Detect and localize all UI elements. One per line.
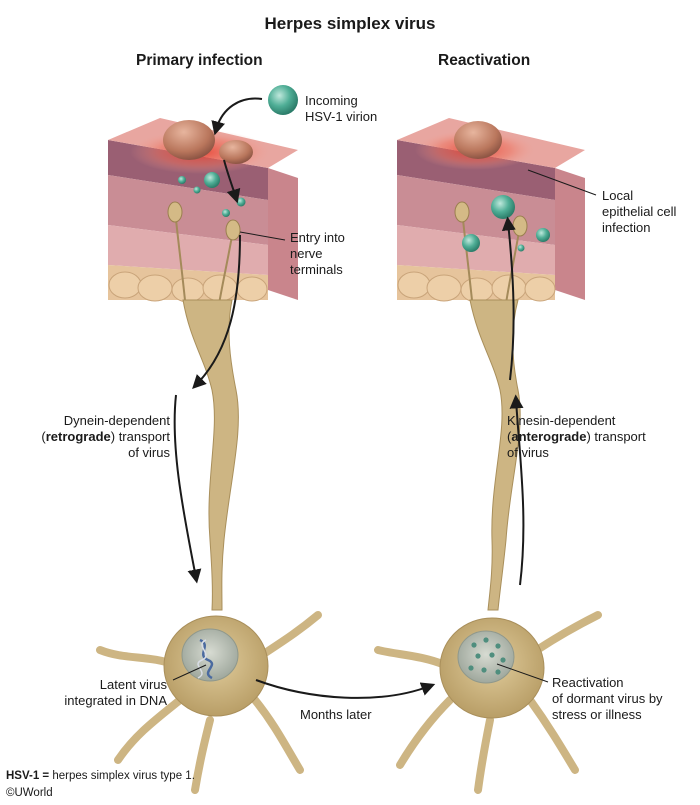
copyright: ©UWorld	[6, 787, 53, 799]
entry-nerve-label: Entry into nerve terminals	[290, 230, 345, 277]
incoming-virion-icon	[268, 85, 298, 115]
right-skin-block	[397, 118, 585, 311]
left-skin-block	[108, 118, 298, 311]
diagram-title: Herpes simplex virus	[264, 14, 436, 33]
reactivation-dormant-label: Reactivation of dormant virus by stress …	[552, 675, 663, 722]
months-later-label: Months later	[300, 707, 372, 722]
footnote: HSV-1 = herpes simplex virus type 1.	[6, 770, 195, 782]
incoming-virion-label: Incoming HSV-1 virion	[305, 93, 378, 124]
anterograde-transport-label: Kinesin-dependent (anterograde) transpor…	[507, 413, 646, 460]
arrows	[173, 97, 525, 699]
primary-infection-title: Primary infection	[136, 52, 263, 69]
reactivation-title: Reactivation	[438, 52, 531, 69]
latent-virus-label: Latent virus integrated in DNA	[64, 677, 167, 708]
left-neuron	[96, 299, 322, 794]
retrograde-transport-label: Dynein-dependent (retrograde) transport …	[41, 413, 170, 460]
right-neuron	[374, 299, 602, 794]
local-infection-label: Local epithelial cell infection	[602, 188, 677, 235]
leader-lines	[172, 169, 597, 683]
